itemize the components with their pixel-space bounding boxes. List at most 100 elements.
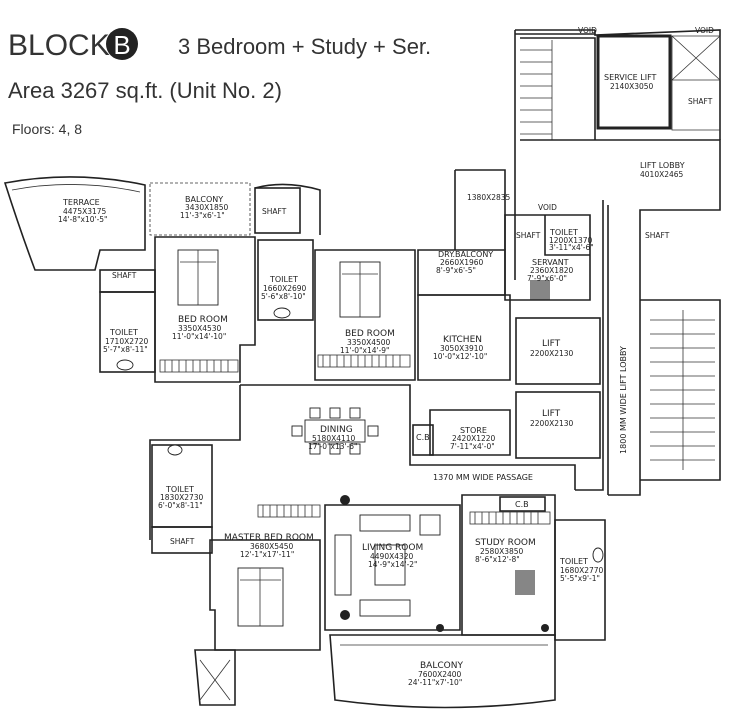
beds [177, 249, 381, 627]
room-toilet-study: TOILET 1680X2770 5'-5"x9'-1" [559, 557, 604, 583]
svg-text:1660X2690: 1660X2690 [263, 284, 307, 293]
svg-text:5'-6"x8'-10": 5'-6"x8'-10" [261, 292, 306, 301]
core-walls [514, 29, 721, 496]
toilet-fixtures [116, 280, 604, 595]
label-void-1: VOID [578, 26, 597, 35]
svg-text:BED ROOM: BED ROOM [345, 329, 395, 339]
room-lift-1: LIFT 2200X2130 [530, 339, 574, 358]
svg-text:7'-11"x4'-0": 7'-11"x4'-0" [450, 442, 495, 451]
room-kitchen: KITCHEN 3050X3910 10'-0"x12'-10" [433, 335, 487, 361]
svg-text:2420X1220: 2420X1220 [452, 434, 496, 443]
room-dining: DINING 5180X4110 17'-0"x13'-6" [308, 425, 358, 451]
label-cb-study: C.B [515, 500, 529, 509]
svg-text:1830X2730: 1830X2730 [160, 493, 204, 502]
svg-text:LIFT: LIFT [542, 409, 561, 419]
svg-text:2200X2130: 2200X2130 [530, 419, 574, 428]
svg-text:4475X3175: 4475X3175 [63, 207, 107, 216]
svg-text:5180X4110: 5180X4110 [312, 434, 356, 443]
room-lift-2: LIFT 2200X2130 [530, 409, 574, 428]
living-sofa [334, 514, 441, 617]
svg-text:TOILET: TOILET [109, 328, 138, 337]
svg-text:DRY.BALCONY: DRY.BALCONY [438, 250, 493, 259]
svg-text:7'-9"x6'-0": 7'-9"x6'-0" [527, 274, 567, 283]
svg-text:LIFT LOBBY: LIFT LOBBY [640, 161, 685, 170]
svg-text:LIVING ROOM: LIVING ROOM [362, 543, 423, 553]
label-lift-lobby-wide: 1800 MM WIDE LIFT LOBBY [619, 346, 628, 454]
label-shaft-left: SHAFT [112, 271, 137, 280]
dining-table [291, 407, 379, 455]
svg-text:14'-9"x14'-2": 14'-9"x14'-2" [368, 560, 418, 569]
block-label: BLOCK [8, 29, 110, 62]
room-toilet-servant: TOILET 1200X1370 3'-11"x4'-6" [549, 228, 594, 252]
label-shaft-top: SHAFT [262, 207, 287, 216]
svg-text:7600X2400: 7600X2400 [418, 670, 462, 679]
svg-text:10'-0"x12'-10": 10'-0"x12'-10" [433, 352, 487, 361]
svg-text:MASTER BED ROOM: MASTER BED ROOM [224, 533, 314, 543]
svg-text:DINING: DINING [320, 425, 353, 435]
unit-area: Area 3267 sq.ft. (Unit No. 2) [8, 78, 282, 103]
room-living: LIVING ROOM 4490X4320 14'-9"x14'-2" [362, 543, 423, 569]
room-toilet-left: TOILET 1710X2720 5'-7"x8'-11" [103, 328, 149, 354]
room-servant: SERVANT 2360X1820 7'-9"x6'-0" [527, 258, 574, 283]
svg-text:BED ROOM: BED ROOM [178, 315, 228, 325]
room-bed-room-2: BED ROOM 3350X4500 11'-0"x14'-9" [340, 329, 395, 355]
plant-icons [340, 495, 549, 632]
svg-text:TOILET: TOILET [165, 485, 194, 494]
svg-text:STORE: STORE [460, 426, 487, 435]
label-shaft-lift: SHAFT [688, 97, 713, 106]
svg-text:TERRACE: TERRACE [62, 198, 100, 207]
label-dim-1380: 1380X2835 [467, 193, 511, 202]
label-shaft-servant: SHAFT [516, 231, 541, 240]
label-passage: 1370 MM WIDE PASSAGE [433, 473, 533, 482]
unit-walls [3, 169, 606, 709]
room-balcony-top: BALCONY 3430X1850 11'-3"x6'-1" [180, 195, 229, 220]
svg-text:8'-6"x12'-8": 8'-6"x12'-8" [475, 555, 520, 564]
wardrobe-strips [159, 354, 551, 525]
room-service-lift: SERVICE LIFT 2140X3050 [604, 73, 657, 91]
room-store: STORE 2420X1220 7'-11"x4'-0" [450, 426, 496, 451]
svg-text:11'-0"x14'-9": 11'-0"x14'-9" [340, 346, 390, 355]
svg-text:1200X1370: 1200X1370 [549, 236, 593, 245]
svg-text:12'-1"x17'-11": 12'-1"x17'-11" [240, 550, 294, 559]
svg-text:3'-11"x4'-6": 3'-11"x4'-6" [549, 243, 594, 252]
room-master-bed: MASTER BED ROOM 3680X5450 12'-1"x17'-11" [224, 533, 314, 559]
svg-text:6'-0"x8'-11": 6'-0"x8'-11" [158, 501, 203, 510]
svg-text:TOILET: TOILET [559, 557, 588, 566]
svg-text:8'-9"x6'-5": 8'-9"x6'-5" [436, 266, 476, 275]
label-shaft-lobby: SHAFT [645, 231, 670, 240]
block-badge [106, 28, 138, 60]
svg-text:4490X4320: 4490X4320 [370, 552, 414, 561]
floors: Floors: 4, 8 [12, 121, 82, 137]
room-toilet-mid: TOILET 1660X2690 5'-6"x8'-10" [261, 275, 307, 301]
svg-text:KITCHEN: KITCHEN [443, 335, 482, 345]
svg-text:1710X2720: 1710X2720 [105, 337, 149, 346]
room-toilet-master: TOILET 1830X2730 6'-0"x8'-11" [158, 485, 204, 510]
svg-text:3430X1850: 3430X1850 [185, 203, 229, 212]
room-balcony-bottom: BALCONY 7600X2400 24'-11"x7'-10" [408, 661, 463, 687]
svg-text:2200X2130: 2200X2130 [530, 349, 574, 358]
svg-text:LIFT: LIFT [542, 339, 561, 349]
svg-text:SERVANT: SERVANT [532, 258, 569, 267]
svg-text:17'-0"x13'-6": 17'-0"x13'-6" [308, 442, 358, 451]
label-shaft-master: SHAFT [170, 537, 195, 546]
svg-text:2660X1960: 2660X1960 [440, 258, 484, 267]
svg-text:BALCONY: BALCONY [185, 195, 223, 204]
svg-text:TOILET: TOILET [549, 228, 578, 237]
room-dry-balcony: DRY.BALCONY 2660X1960 8'-9"x6'-5" [436, 250, 493, 275]
svg-text:BALCONY: BALCONY [420, 661, 463, 671]
label-void-3: VOID [538, 203, 557, 212]
block-letter: B [113, 30, 130, 60]
svg-text:1680X2770: 1680X2770 [560, 566, 604, 575]
svg-text:STUDY ROOM: STUDY ROOM [475, 538, 536, 548]
room-bed-room-1: BED ROOM 3350X4530 11'-0"x14'-10" [172, 315, 228, 341]
svg-text:5'-5"x9'-1": 5'-5"x9'-1" [560, 574, 600, 583]
svg-text:3680X5450: 3680X5450 [250, 542, 294, 551]
svg-text:3350X4500: 3350X4500 [347, 338, 391, 347]
label-cb-kitchen: C.B [416, 433, 430, 442]
room-study: STUDY ROOM 2580X3850 8'-6"x12'-8" [475, 538, 536, 564]
room-terrace: TERRACE 4475X3175 14'-8"x10'-5" [58, 198, 108, 224]
svg-text:3050X3910: 3050X3910 [440, 344, 484, 353]
svg-text:3350X4530: 3350X4530 [178, 324, 222, 333]
room-lift-lobby: LIFT LOBBY 4010X2465 [640, 161, 685, 179]
